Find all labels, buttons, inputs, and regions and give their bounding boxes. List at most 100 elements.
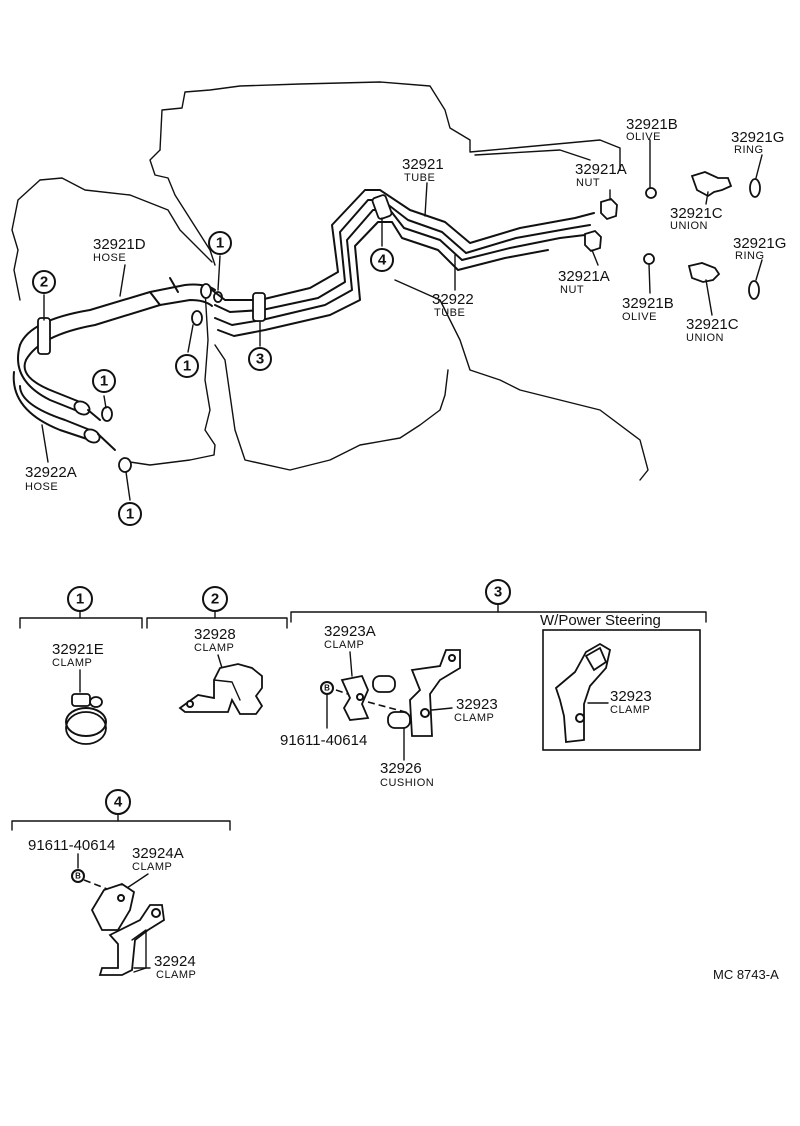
callout-3-top-label: 3 bbox=[256, 351, 264, 368]
hose-32922a bbox=[12, 344, 116, 451]
part-name: OLIVE bbox=[626, 131, 661, 143]
detail-clamp-32928: 32928 CLAMP bbox=[178, 626, 264, 715]
nut-32921a-top bbox=[600, 197, 618, 221]
part-number: 32922A bbox=[25, 464, 77, 481]
bolt-mark: B bbox=[75, 872, 81, 881]
part-number: 32923 bbox=[610, 688, 652, 705]
label-32921-tube: 32921 TUBE bbox=[402, 156, 444, 184]
part-name: CLAMP bbox=[324, 639, 364, 651]
part-number: 32921B bbox=[626, 116, 678, 133]
label-32922a-hose: 32922A HOSE bbox=[25, 464, 77, 493]
part-number: 32921A bbox=[558, 268, 610, 285]
part-name: NUT bbox=[560, 284, 584, 296]
part-number: 32921A bbox=[575, 161, 627, 178]
engine-outline bbox=[11, 81, 649, 481]
callout-1-c-label: 1 bbox=[100, 373, 108, 390]
bolt-91611-b: 91611-40614 B bbox=[28, 837, 121, 895]
part-name: CLAMP bbox=[52, 657, 92, 669]
part-number: 91611-40614 bbox=[28, 837, 115, 854]
diagram-code: MC 8743-A bbox=[713, 967, 779, 982]
callout-1-d: 1 bbox=[118, 502, 142, 526]
bracket-section-3: 3 bbox=[290, 579, 707, 623]
part-name: CLAMP bbox=[132, 861, 172, 873]
bracket-section-1: 1 bbox=[19, 586, 143, 629]
bracket-section-4: 4 bbox=[11, 789, 231, 831]
part-number: 32921C bbox=[686, 316, 739, 333]
tube-clamp-3 bbox=[252, 292, 266, 322]
part-number: 32926 bbox=[380, 760, 422, 777]
tube-32922 bbox=[214, 209, 586, 337]
bolt-mark: B bbox=[324, 684, 330, 693]
callout-3-top: 3 bbox=[248, 347, 272, 371]
hose-clamps bbox=[101, 283, 223, 473]
label-32921c-top: 32921C UNION bbox=[670, 205, 723, 232]
olive-32921b-top bbox=[645, 187, 657, 199]
callout-1-a: 1 bbox=[208, 231, 232, 255]
tube-clamp-4 bbox=[371, 194, 393, 220]
part-number: 32922 bbox=[432, 291, 474, 308]
part-name: CLAMP bbox=[454, 712, 494, 724]
part-name: NUT bbox=[576, 177, 600, 189]
label-32921c-bot: 32921C UNION bbox=[686, 316, 739, 344]
part-number: 32921 bbox=[402, 156, 444, 173]
callout-1-header: 1 bbox=[76, 591, 84, 608]
part-name: TUBE bbox=[404, 172, 435, 184]
label-32921g-top: 32921G RING bbox=[731, 129, 784, 156]
part-number: 32923A bbox=[324, 623, 376, 640]
callout-2-top-label: 2 bbox=[40, 274, 48, 291]
part-number: 32924 bbox=[154, 953, 196, 970]
part-name: RING bbox=[734, 144, 764, 156]
callout-1-b-label: 1 bbox=[183, 358, 191, 375]
detail-clamp-32924a: 32924A CLAMP bbox=[90, 845, 184, 931]
part-number: 91611-40614 bbox=[280, 732, 367, 749]
part-name: UNION bbox=[670, 220, 708, 232]
callout-1-d-label: 1 bbox=[126, 506, 134, 523]
part-name: OLIVE bbox=[622, 311, 657, 323]
hose-clamp-band bbox=[37, 317, 51, 355]
callout-4-top-label: 4 bbox=[378, 252, 387, 269]
callout-4-header: 4 bbox=[114, 794, 123, 811]
part-number: 32923 bbox=[456, 696, 498, 713]
part-number: 32928 bbox=[194, 626, 236, 643]
label-32921a-bot: 32921A NUT bbox=[558, 268, 610, 296]
part-number: 32921B bbox=[622, 295, 674, 312]
detail-clamp-32923-a: 32923 CLAMP bbox=[409, 649, 498, 737]
callout-1-b: 1 bbox=[175, 354, 199, 378]
part-name: TUBE bbox=[434, 307, 465, 319]
part-name: CUSHION bbox=[380, 777, 434, 789]
part-name: CLAMP bbox=[610, 704, 650, 716]
leader-lines bbox=[41, 139, 763, 501]
bracket-section-2: 2 bbox=[146, 586, 288, 629]
callout-4-top: 4 bbox=[370, 248, 394, 272]
callout-1-c: 1 bbox=[92, 369, 116, 393]
ring-32921g-bot bbox=[748, 280, 760, 300]
bolt-91611-a: B 91611-40614 bbox=[280, 681, 367, 749]
union-32921c-bot bbox=[687, 262, 721, 283]
part-number: 32924A bbox=[132, 845, 184, 862]
tube-32921 bbox=[211, 189, 595, 313]
callout-2-top: 2 bbox=[32, 270, 56, 294]
part-number: 32921D bbox=[93, 236, 146, 253]
label-32921g-bot: 32921G RING bbox=[733, 235, 786, 262]
part-name: HOSE bbox=[25, 481, 58, 493]
detail-clamp-32923a: 32923A CLAMP bbox=[324, 623, 376, 721]
label-32921a-top: 32921A NUT bbox=[575, 161, 627, 189]
part-name: CLAMP bbox=[156, 969, 196, 981]
label-32922-tube: 32922 TUBE bbox=[432, 291, 474, 319]
callout-1-a-label: 1 bbox=[216, 235, 224, 252]
part-number: 32921G bbox=[731, 129, 784, 146]
label-32921b-bot: 32921B OLIVE bbox=[622, 295, 674, 323]
power-steering-title: W/Power Steering bbox=[540, 612, 661, 629]
part-name: UNION bbox=[686, 332, 724, 344]
olive-32921b-bot bbox=[643, 253, 655, 265]
label-32921b-top: 32921B OLIVE bbox=[626, 116, 678, 143]
part-number: 32921C bbox=[670, 205, 723, 222]
part-name: CLAMP bbox=[194, 642, 234, 654]
part-number: 32921G bbox=[733, 235, 786, 252]
part-number: 32921E bbox=[52, 641, 104, 658]
power-steering-box: W/Power Steering 32923 CLAMP bbox=[540, 612, 701, 751]
detail-clamp-32924: 32924 CLAMP bbox=[98, 904, 196, 981]
nut-32921a-bot bbox=[584, 229, 602, 253]
part-name: RING bbox=[735, 250, 765, 262]
